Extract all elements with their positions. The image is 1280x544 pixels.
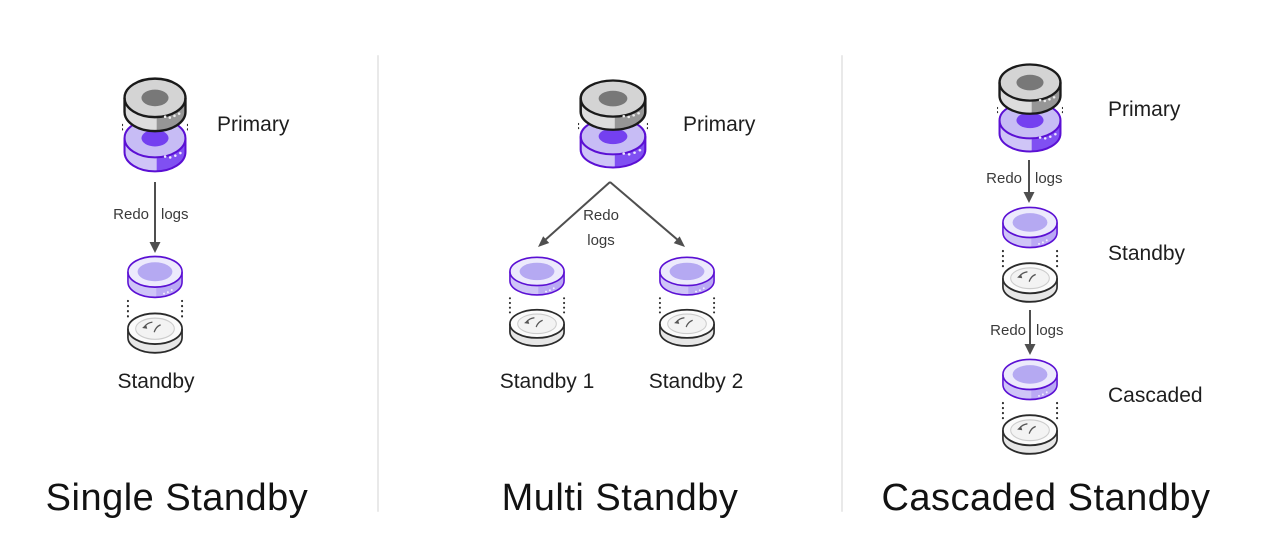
redo-logs-label-word1: Redo bbox=[113, 206, 149, 223]
standby-database-icon bbox=[126, 255, 184, 355]
standby-label: Standby bbox=[1108, 242, 1186, 265]
standby-database-icon bbox=[658, 256, 716, 348]
arrow-down-icon bbox=[1023, 160, 1035, 203]
standby2-label: Standby 2 bbox=[648, 370, 744, 393]
panel-title-cascaded: Cascaded Standby bbox=[881, 477, 1211, 519]
standby-database-icon bbox=[1001, 206, 1059, 304]
arrows-branch-icon bbox=[538, 181, 685, 247]
panel-title-single: Single Standby bbox=[45, 477, 309, 519]
arrow-down-icon bbox=[149, 182, 161, 253]
standby-label: Standby bbox=[117, 370, 195, 393]
redo-logs-label-word2: logs bbox=[1036, 322, 1064, 339]
primary-database-icon bbox=[997, 62, 1063, 154]
standby-database-icon bbox=[508, 256, 566, 348]
panel-divider-right bbox=[841, 55, 843, 512]
redo-logs-label-word2: logs bbox=[1035, 170, 1063, 187]
cascaded-label: Cascaded bbox=[1108, 384, 1203, 407]
primary-database-icon bbox=[578, 78, 648, 170]
redo-logs-label-word1: Redo bbox=[990, 322, 1026, 339]
redo-logs-label-word2: logs bbox=[587, 232, 615, 249]
standby-database-icon bbox=[1001, 358, 1059, 456]
panel-title-multi: Multi Standby bbox=[501, 477, 739, 519]
redo-logs-label-word1: Redo bbox=[583, 207, 619, 224]
primary-label: Primary bbox=[1108, 98, 1181, 121]
standby1-label: Standby 1 bbox=[499, 370, 595, 393]
panel-divider-left bbox=[377, 55, 379, 512]
redo-logs-label-word2: logs bbox=[161, 206, 189, 223]
primary-label: Primary bbox=[683, 113, 756, 136]
redo-logs-label-word1: Redo bbox=[986, 170, 1022, 187]
primary-label: Primary bbox=[217, 113, 290, 136]
primary-database-icon bbox=[122, 76, 188, 174]
arrow-down-icon bbox=[1024, 310, 1036, 355]
